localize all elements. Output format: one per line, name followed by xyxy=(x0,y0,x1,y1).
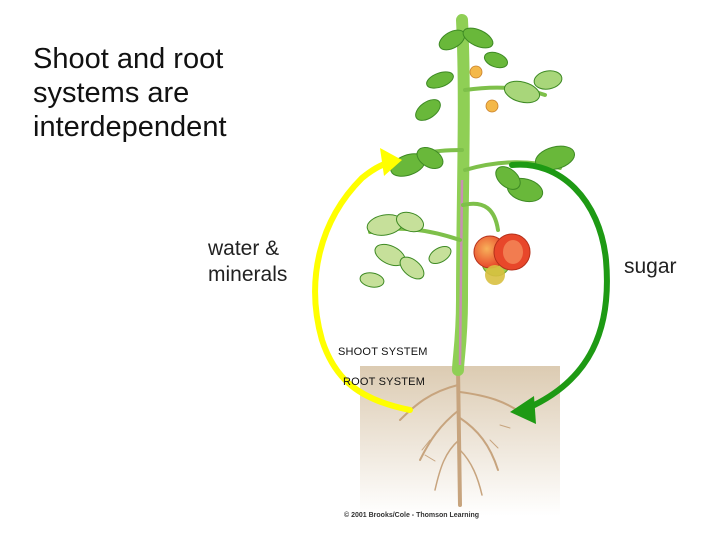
water-minerals-arrow xyxy=(312,148,413,413)
sugar-arrow xyxy=(509,161,610,424)
tomatoes-illustration xyxy=(473,233,531,285)
root-system-illustration xyxy=(399,366,521,507)
root-system-label: ROOT SYSTEM xyxy=(343,376,426,388)
slide-title: Shoot and root systems are interdependen… xyxy=(33,43,227,143)
flowers-illustration xyxy=(469,65,499,113)
stem-illustration xyxy=(452,14,470,376)
water-minerals-label: water & minerals xyxy=(208,237,288,286)
leaves-illustration xyxy=(359,27,576,288)
copyright-credit: © 2001 Brooks/Cole - Thomson Learning xyxy=(344,512,480,519)
shoot-system-label: SHOOT SYSTEM xyxy=(338,346,428,358)
sugar-label: sugar xyxy=(624,255,677,278)
